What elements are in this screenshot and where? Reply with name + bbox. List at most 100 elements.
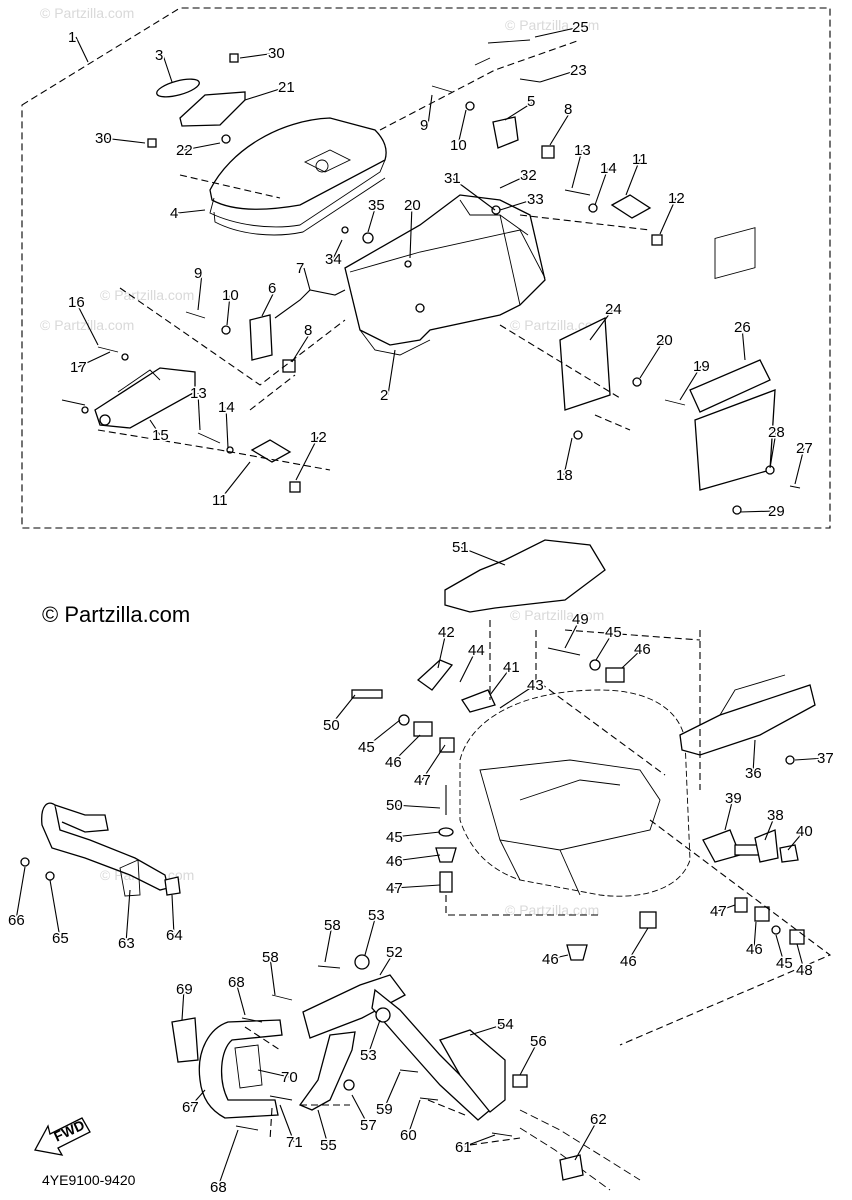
callout-label: 55	[320, 1137, 337, 1154]
callout-label: 49	[572, 611, 589, 628]
callout-label: 36	[745, 765, 762, 782]
callout-leader-line	[764, 814, 776, 841]
callout-leader-line	[219, 461, 251, 501]
callout-label: 23	[570, 62, 587, 79]
callout-leader-line	[659, 197, 677, 235]
callout-label: 9	[194, 265, 202, 282]
callout-label: 65	[52, 930, 69, 947]
callout-label: 71	[286, 1134, 303, 1151]
callout-label: 1	[68, 29, 76, 46]
callout-label: 57	[360, 1117, 377, 1134]
middle-assembly	[351, 539, 832, 1046]
callout-leader-line	[794, 447, 805, 485]
callout-leader-line	[459, 649, 477, 683]
callout-label: 2	[380, 387, 388, 404]
callout-label: 13	[574, 142, 591, 159]
callout-label: 62	[590, 1111, 607, 1128]
callout-label: 50	[386, 797, 403, 814]
callout-label: 68	[228, 974, 245, 991]
callout-label: 30	[268, 45, 285, 62]
callout-leader-line	[183, 142, 221, 151]
callout-leader-line	[392, 734, 421, 763]
callout-leader-line	[379, 951, 395, 976]
callout-leader-line	[181, 988, 185, 1021]
callout-leader-line	[589, 308, 614, 341]
callout-label: 48	[796, 962, 813, 979]
callout-leader-line	[235, 981, 246, 1016]
callout-label: 16	[68, 294, 85, 311]
callout-label: 4	[170, 205, 178, 222]
callout-leader-line	[794, 757, 826, 761]
callout-leader-line	[534, 26, 581, 38]
callout-leader-line	[409, 204, 413, 259]
callout-label: 17	[70, 359, 87, 376]
callout-leader-line	[197, 392, 201, 431]
watermark-text: © Partzilla.com	[40, 5, 134, 21]
callout-label: 45	[605, 624, 622, 641]
callout-label: 45	[776, 955, 793, 972]
callout-label: 18	[556, 467, 573, 484]
callout-label: 52	[386, 944, 403, 961]
callout-leader-line	[383, 1071, 401, 1110]
callout-label: 28	[768, 424, 785, 441]
callout-label: 54	[497, 1016, 514, 1033]
callout-label: 29	[768, 503, 785, 520]
watermark-text: © Partzilla.com	[505, 17, 599, 33]
callout-leader-line	[741, 326, 746, 361]
callout-leader-line	[563, 437, 573, 476]
callout-leader-line	[571, 149, 583, 189]
fwd-arrow-icon: FWD	[34, 1117, 91, 1156]
callout-leader-line	[279, 1104, 295, 1143]
callout-leader-line	[77, 351, 111, 368]
callout-leader-line	[332, 239, 343, 260]
callout-label: 53	[368, 907, 385, 924]
callout-leader-line	[239, 52, 277, 59]
callout-label: 6	[268, 280, 276, 297]
callout-leader-line	[717, 904, 736, 912]
callout-label: 61	[455, 1139, 472, 1156]
callout-label: 21	[278, 79, 295, 96]
watermark-text: © Partzilla.com	[505, 902, 599, 918]
callout-label: 31	[444, 170, 461, 187]
callout-label: 59	[376, 1101, 393, 1118]
callout-leader-line	[421, 744, 446, 781]
callout-leader-line	[244, 86, 287, 101]
callout-leader-line	[724, 797, 734, 831]
callout-leader-line	[303, 267, 311, 291]
callout-leader-line	[499, 198, 536, 211]
callout-label: 47	[414, 772, 431, 789]
callout-leader-line	[621, 648, 643, 669]
callout-leader-line	[125, 889, 131, 944]
callout-label: 44	[468, 642, 485, 659]
callout-label: 12	[310, 429, 327, 446]
callout-leader-line	[499, 174, 529, 189]
callout-leader-line	[324, 924, 333, 963]
callout-label: 15	[152, 427, 169, 444]
callout-label: 37	[817, 750, 834, 767]
callout-leader-line	[387, 349, 396, 396]
callout-label: 46	[634, 641, 651, 658]
callout-label: 32	[520, 167, 537, 184]
callout-leader-line	[365, 719, 401, 748]
callout-leader-line	[796, 943, 805, 971]
callout-label: 43	[527, 677, 544, 694]
callout-label: 5	[527, 93, 535, 110]
callout-leader-line	[639, 339, 665, 379]
callout-label: 10	[222, 287, 239, 304]
callout-label: 26	[734, 319, 751, 336]
callout-label: 70	[281, 1069, 298, 1086]
callout-label: 3	[155, 47, 163, 64]
callout-leader-line	[189, 1089, 206, 1108]
callout-leader-line	[549, 108, 573, 146]
callout-label: 40	[796, 823, 813, 840]
callout-leader-line	[75, 36, 89, 63]
callout-label: 39	[725, 790, 742, 807]
callout-label: 33	[527, 191, 544, 208]
callout-label: 60	[400, 1127, 417, 1144]
callout-label: 69	[176, 981, 193, 998]
callout-leader-line	[519, 1040, 539, 1076]
callout-label: 67	[182, 1099, 199, 1116]
callout-label: 63	[118, 935, 135, 952]
callout-leader-line	[197, 272, 203, 311]
